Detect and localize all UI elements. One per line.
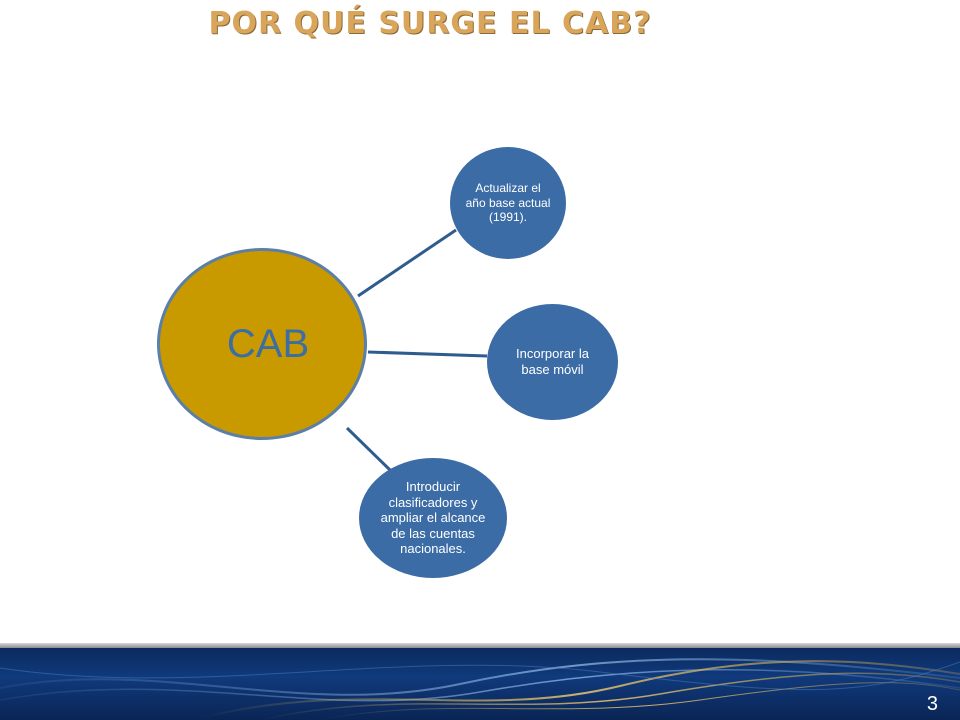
slide-title: POR QUÉ SURGE EL CAB? — [208, 6, 652, 41]
node-label: Incorporar la base móvil — [516, 346, 589, 377]
connector-line-3 — [345, 426, 392, 472]
node-actualizar-ano-base: Actualizar el año base actual (1991). — [450, 147, 566, 259]
node-introducir-clasificadores: Introducir clasificadores y ampliar el a… — [359, 458, 507, 578]
footer-wave-decoration — [0, 658, 960, 720]
connector-line-2 — [367, 350, 488, 358]
node-label: Introducir clasificadores y ampliar el a… — [380, 479, 486, 557]
node-incorporar-base-movil: Incorporar la base móvil — [487, 304, 618, 420]
center-node-label: CAB — [226, 322, 310, 366]
center-node-cab: CAB — [157, 248, 367, 440]
node-label: Actualizar el año base actual (1991). — [465, 181, 551, 225]
connector-line-1 — [357, 228, 457, 298]
page-number: 3 — [926, 693, 938, 715]
footer-banner: 3 — [0, 648, 960, 720]
footer-divider — [0, 643, 960, 648]
